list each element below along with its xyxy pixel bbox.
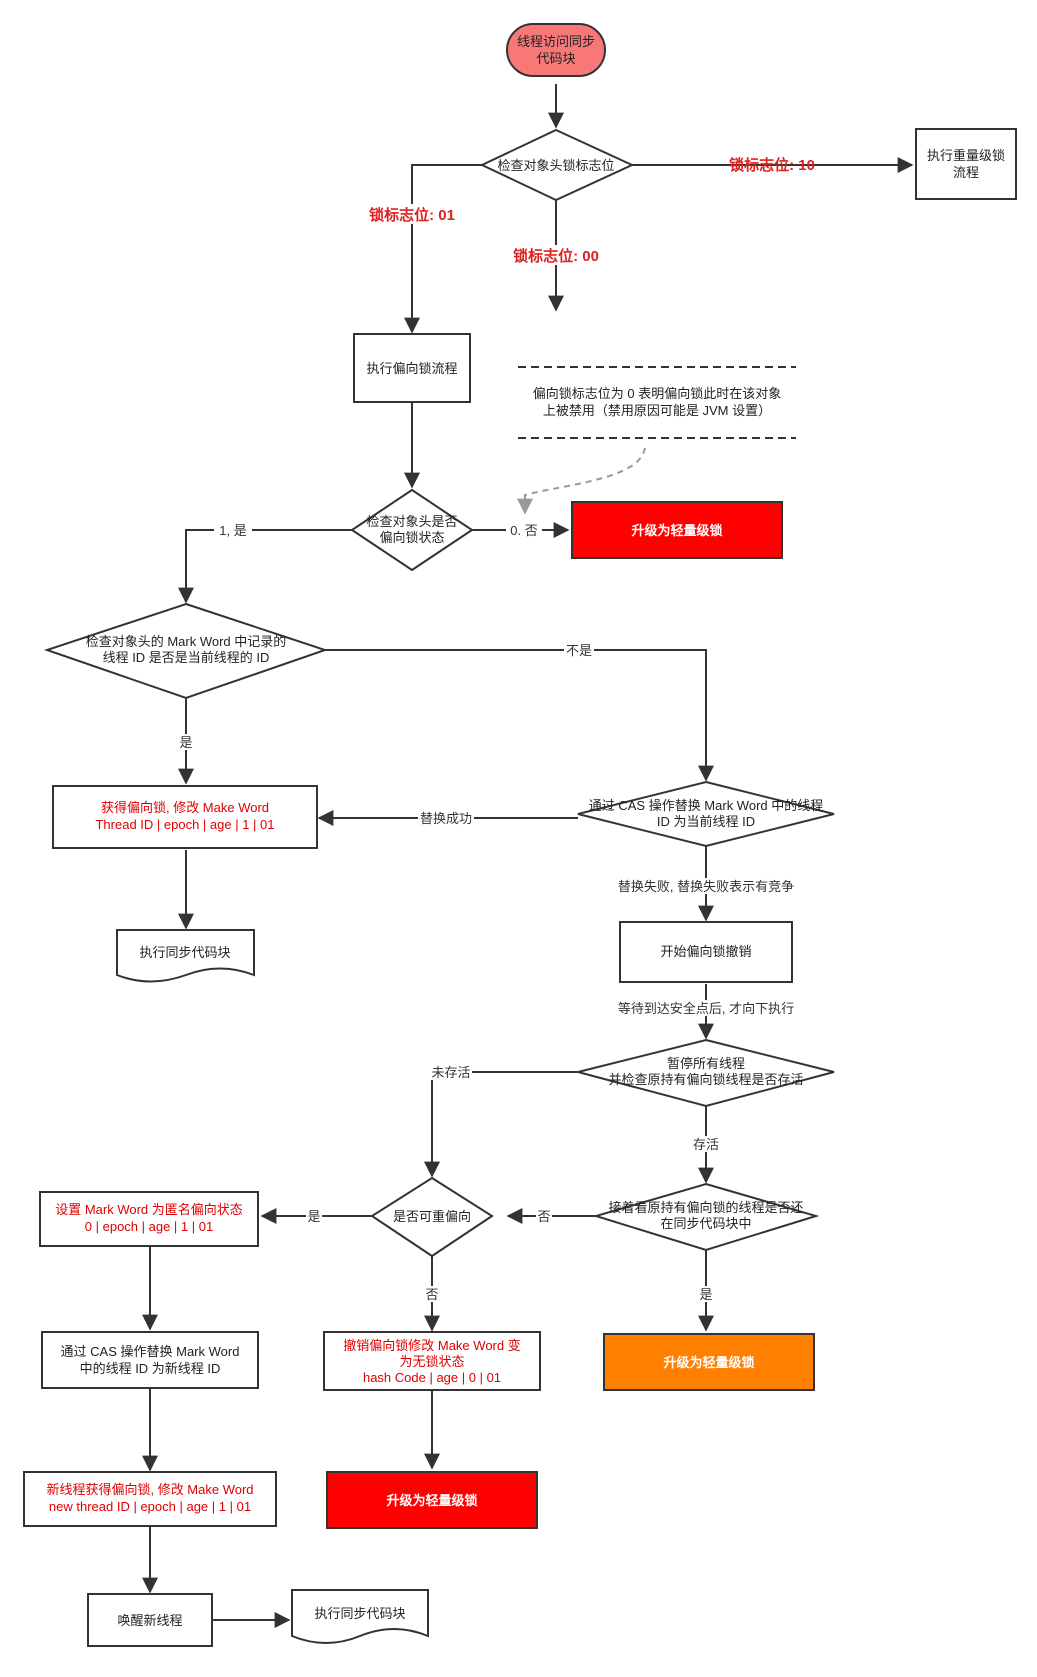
svg-text:偏向锁状态: 偏向锁状态 (379, 530, 444, 545)
svg-text:检查对象头锁标志位: 检查对象头锁标志位 (497, 158, 614, 173)
svg-text:开始偏向锁撤销: 开始偏向锁撤销 (660, 944, 751, 959)
node-upgrade-light-2: 升级为轻量级锁 (326, 1471, 538, 1529)
svg-text:执行同步代码块: 执行同步代码块 (139, 945, 230, 960)
node-get-biased: 获得偏向锁, 修改 Make Word Thread ID | epoch | … (52, 785, 318, 849)
svg-text:并检查原持有偏向锁线程是否存活: 并检查原持有偏向锁线程是否存活 (608, 1072, 803, 1087)
node-check-flag: 检查对象头锁标志位 (479, 128, 635, 202)
svg-text:撤销偏向锁修改 Make Word 变: 撤销偏向锁修改 Make Word 变 (343, 1338, 520, 1353)
svg-text:0 | epoch | age | 1 | 01: 0 | epoch | age | 1 | 01 (85, 1219, 213, 1234)
svg-text:检查对象头是否: 检查对象头是否 (366, 514, 457, 529)
label-no0: 0. 否 (510, 523, 537, 538)
label-not-alive: 未存活 (431, 1065, 470, 1080)
svg-text:新线程获得偏向锁, 修改 Make Word: 新线程获得偏向锁, 修改 Make Word (46, 1482, 253, 1497)
label-replace-fail: 替换失败, 替换失败表示有竞争 (618, 879, 794, 894)
svg-text:hash Code | age | 0 | 01: hash Code | age | 0 | 01 (363, 1370, 501, 1385)
svg-text:在同步代码块中: 在同步代码块中 (660, 1216, 751, 1231)
svg-text:Thread ID | epoch | age | 1 |: Thread ID | epoch | age | 1 | 01 (95, 817, 274, 832)
node-revoke-start: 开始偏向锁撤销 (619, 921, 793, 983)
label-insync-yes: 是 (699, 1287, 712, 1302)
edge-note-upgrade (517, 447, 646, 515)
svg-text:偏向锁标志位为 0 表明偏向锁此时在该对象: 偏向锁标志位为 0 表明偏向锁此时在该对象 (533, 386, 781, 401)
label-is: 是 (179, 735, 192, 750)
label-rebias-yes: 是 (307, 1209, 320, 1224)
svg-text:代码块: 代码块 (536, 51, 575, 66)
edge-labels: 锁标志位: 10 锁标志位: 01 锁标志位: 00 1, 是 0. 否 不是 … (178, 156, 815, 1302)
node-upgrade-light-orange: 升级为轻量级锁 (603, 1333, 815, 1391)
svg-text:设置 Mark Word 为匿名偏向状态: 设置 Mark Word 为匿名偏向状态 (55, 1202, 243, 1217)
svg-text:线程访问同步: 线程访问同步 (517, 34, 595, 49)
node-still-in-sync: 接着看原持有偏向锁的线程是否还 在同步代码块中 (592, 1182, 820, 1252)
node-cas-replace: 通过 CAS 操作替换 Mark Word 中的线程 ID 为当前线程 ID (577, 780, 835, 848)
node-exec-sync-1: 执行同步代码块 (116, 929, 255, 983)
svg-text:中的线程 ID 为新线程 ID: 中的线程 ID 为新线程 ID (80, 1361, 221, 1376)
svg-text:上被禁用（禁用原因可能是 JVM 设置）: 上被禁用（禁用原因可能是 JVM 设置） (543, 403, 771, 418)
node-wake-new: 唤醒新线程 (87, 1593, 213, 1647)
node-cas-new-thread: 通过 CAS 操作替换 Mark Word 中的线程 ID 为新线程 ID (41, 1331, 259, 1389)
svg-text:ID 为当前线程 ID: ID 为当前线程 ID (657, 814, 755, 829)
svg-text:执行同步代码块: 执行同步代码块 (314, 1606, 405, 1621)
node-anon-biased: 设置 Mark Word 为匿名偏向状态 0 | epoch | age | 1… (39, 1191, 259, 1247)
node-upgrade-light-1: 升级为轻量级锁 (571, 501, 783, 559)
svg-text:通过 CAS 操作替换 Mark Word 中的线程: 通过 CAS 操作替换 Mark Word 中的线程 (589, 798, 824, 813)
nodes: 线程访问同步 代码块 检查对象头锁标志位 执行重量级锁 流程 执行偏向锁流程 偏… (23, 23, 1017, 1647)
label-replace-ok: 替换成功 (420, 811, 472, 826)
svg-text:升级为轻量级锁: 升级为轻量级锁 (663, 1355, 754, 1370)
edge-check-biased (404, 164, 482, 334)
node-heavy: 执行重量级锁 流程 (915, 128, 1017, 200)
node-check-biasable: 检查对象头是否 偏向锁状态 (350, 488, 474, 572)
node-revoke-modify: 撤销偏向锁修改 Make Word 变 为无锁状态 hash Code | ag… (323, 1331, 541, 1391)
svg-text:流程: 流程 (953, 165, 979, 180)
label-wait-safepoint: 等待到达安全点后, 才向下执行 (618, 1001, 794, 1016)
label-flag00: 锁标志位: 00 (513, 247, 599, 265)
svg-text:为无锁状态: 为无锁状态 (399, 1354, 464, 1369)
svg-text:new thread ID | epoch | age |: new thread ID | epoch | age | 1 | 01 (49, 1499, 251, 1514)
svg-text:升级为轻量级锁: 升级为轻量级锁 (631, 523, 722, 538)
svg-text:执行重量级锁: 执行重量级锁 (927, 148, 1005, 163)
svg-text:是否可重偏向: 是否可重偏向 (393, 1209, 471, 1224)
svg-text:升级为轻量级锁: 升级为轻量级锁 (386, 1493, 477, 1508)
node-note: 偏向锁标志位为 0 表明偏向锁此时在该对象 上被禁用（禁用原因可能是 JVM 设… (518, 366, 796, 439)
label-alive: 存活 (693, 1137, 719, 1152)
node-new-thread-biased: 新线程获得偏向锁, 修改 Make Word new thread ID | e… (23, 1471, 277, 1527)
edge-checkbias-threadid (178, 529, 352, 604)
node-biased-flow: 执行偏向锁流程 (353, 333, 471, 403)
node-check-thread-id: 检查对象头的 Mark Word 中记录的 线程 ID 是否是当前线程的 ID (43, 602, 329, 700)
node-pause-all: 暂停所有线程 并检查原持有偏向锁线程是否存活 (577, 1038, 835, 1108)
label-yes1: 1, 是 (219, 523, 246, 538)
svg-text:唤醒新线程: 唤醒新线程 (117, 1613, 182, 1628)
svg-text:暂停所有线程: 暂停所有线程 (667, 1056, 745, 1071)
svg-text:接着看原持有偏向锁的线程是否还: 接着看原持有偏向锁的线程是否还 (608, 1200, 803, 1215)
svg-text:执行偏向锁流程: 执行偏向锁流程 (366, 361, 457, 376)
node-start: 线程访问同步 代码块 (506, 23, 606, 77)
svg-text:通过 CAS 操作替换 Mark Word: 通过 CAS 操作替换 Mark Word (61, 1344, 240, 1359)
svg-text:检查对象头的 Mark Word 中记录的: 检查对象头的 Mark Word 中记录的 (86, 634, 287, 649)
label-rebias-no: 否 (425, 1287, 438, 1302)
label-flag10: 锁标志位: 10 (729, 156, 815, 174)
svg-text:获得偏向锁, 修改 Make Word: 获得偏向锁, 修改 Make Word (101, 800, 269, 815)
edge-threadid-cas (325, 649, 714, 782)
node-rebias-check: 是否可重偏向 (370, 1176, 494, 1258)
svg-text:线程 ID 是否是当前线程的 ID: 线程 ID 是否是当前线程的 ID (103, 650, 270, 665)
label-insync-no: 否 (537, 1209, 550, 1224)
label-not-is: 不是 (566, 643, 592, 658)
label-flag01: 锁标志位: 01 (369, 206, 455, 224)
edge-pause-rebias (424, 1071, 578, 1178)
node-exec-sync-2: 执行同步代码块 (291, 1589, 429, 1644)
